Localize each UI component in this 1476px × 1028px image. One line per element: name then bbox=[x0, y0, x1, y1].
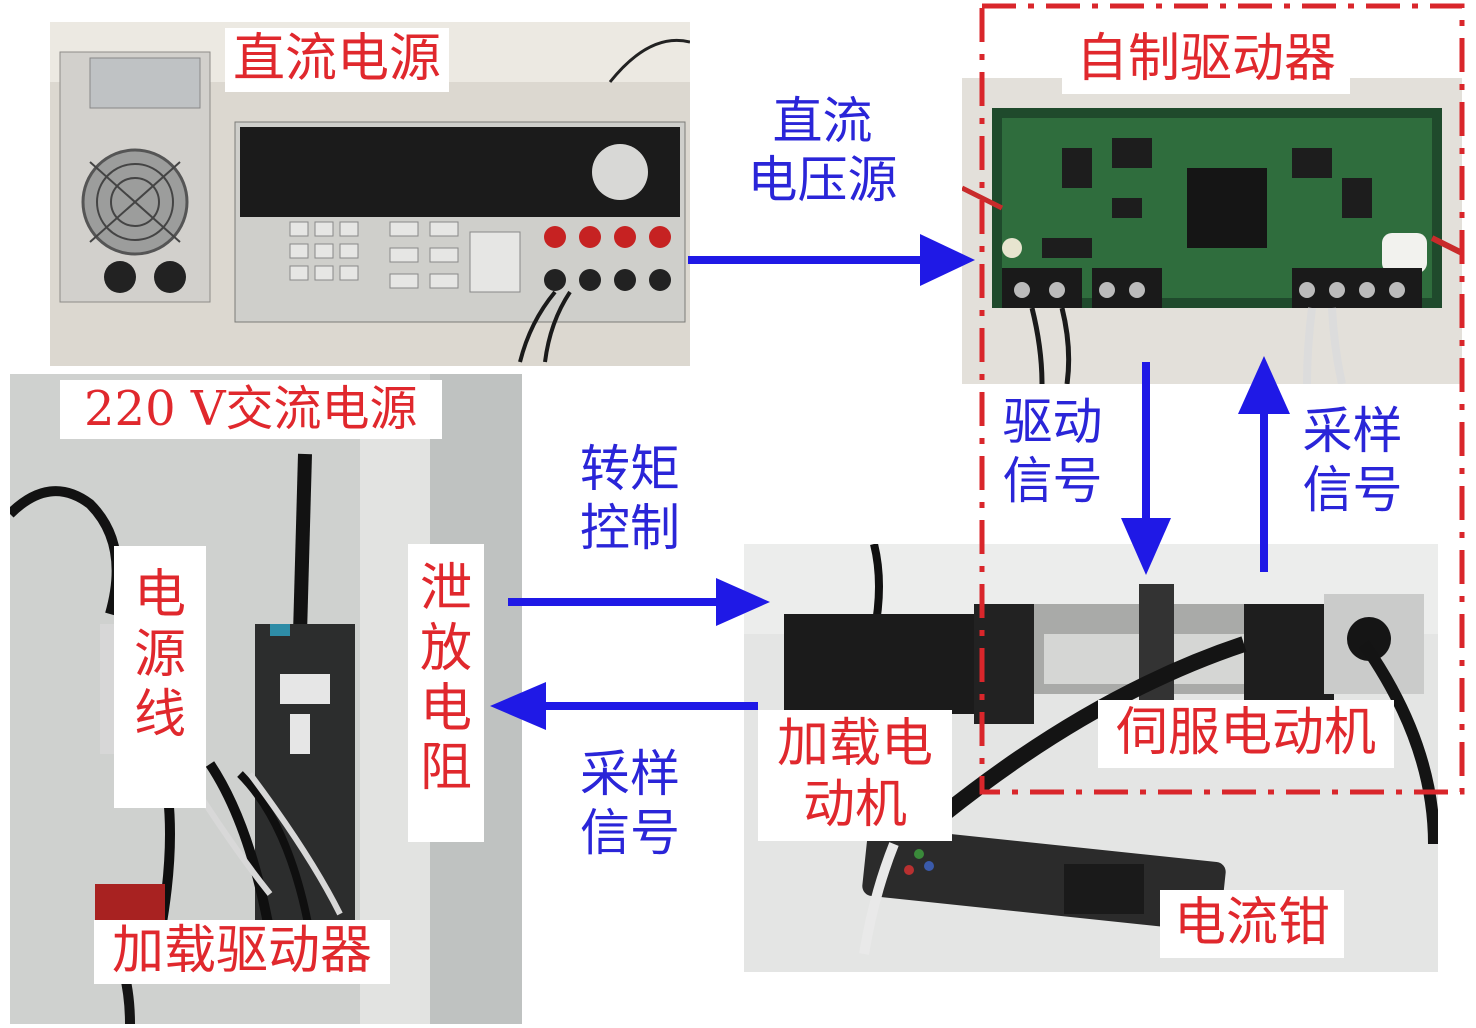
sample-signal-left-line-1: 采样 bbox=[580, 745, 680, 803]
self-made-driver-label: 自制驱动器 bbox=[1062, 26, 1351, 94]
load-driver-label: 加载驱动器 bbox=[94, 920, 391, 984]
sample-signal-right-line-1: 采样 bbox=[1302, 402, 1403, 460]
power-line-label: 电源线 bbox=[114, 546, 206, 808]
drive-signal-text: 驱动 信号 bbox=[995, 393, 1110, 511]
current-clamp-label: 电流钳 bbox=[1160, 890, 1345, 958]
sample-signal-left-arrow bbox=[490, 682, 758, 730]
ac-power-label: 220 V交流电源 bbox=[60, 380, 442, 440]
torque-control-text: 转矩 控制 bbox=[570, 440, 690, 558]
sample-signal-up-arrow bbox=[1238, 356, 1290, 572]
servo-motor-label: 伺服电动机 bbox=[1098, 700, 1395, 768]
self-made-driver-photo bbox=[962, 78, 1462, 384]
dc-voltage-line-1: 直流 bbox=[772, 92, 873, 150]
cabinet-drawing bbox=[10, 374, 522, 1024]
dc-voltage-line-2: 电压源 bbox=[747, 151, 898, 209]
ac-power-cabinet-photo bbox=[10, 374, 522, 1024]
torque-control-line-1: 转矩 bbox=[580, 440, 680, 498]
torque-control-line-2: 控制 bbox=[580, 499, 680, 557]
sample-signal-left-line-2: 信号 bbox=[580, 804, 680, 862]
torque-control-arrow bbox=[508, 578, 770, 626]
dc-voltage-source-text: 直流 电压源 bbox=[735, 92, 910, 210]
drive-signal-line-1: 驱动 bbox=[1002, 393, 1103, 451]
bleeder-resistor-label: 泄放电阻 bbox=[408, 544, 484, 842]
load-motor-label: 加载电动机 bbox=[758, 710, 952, 841]
drive-signal-line-2: 信号 bbox=[1002, 452, 1103, 510]
dc-power-label: 直流电源 bbox=[225, 28, 450, 92]
dc-power-supply-drawing bbox=[50, 22, 690, 366]
sample-signal-right-line-2: 信号 bbox=[1302, 461, 1403, 519]
dc-voltage-arrow bbox=[688, 234, 975, 286]
sample-signal-right-text: 采样 信号 bbox=[1295, 402, 1410, 520]
driver-board-drawing bbox=[962, 78, 1462, 384]
sample-signal-left-text: 采样 信号 bbox=[570, 745, 690, 863]
